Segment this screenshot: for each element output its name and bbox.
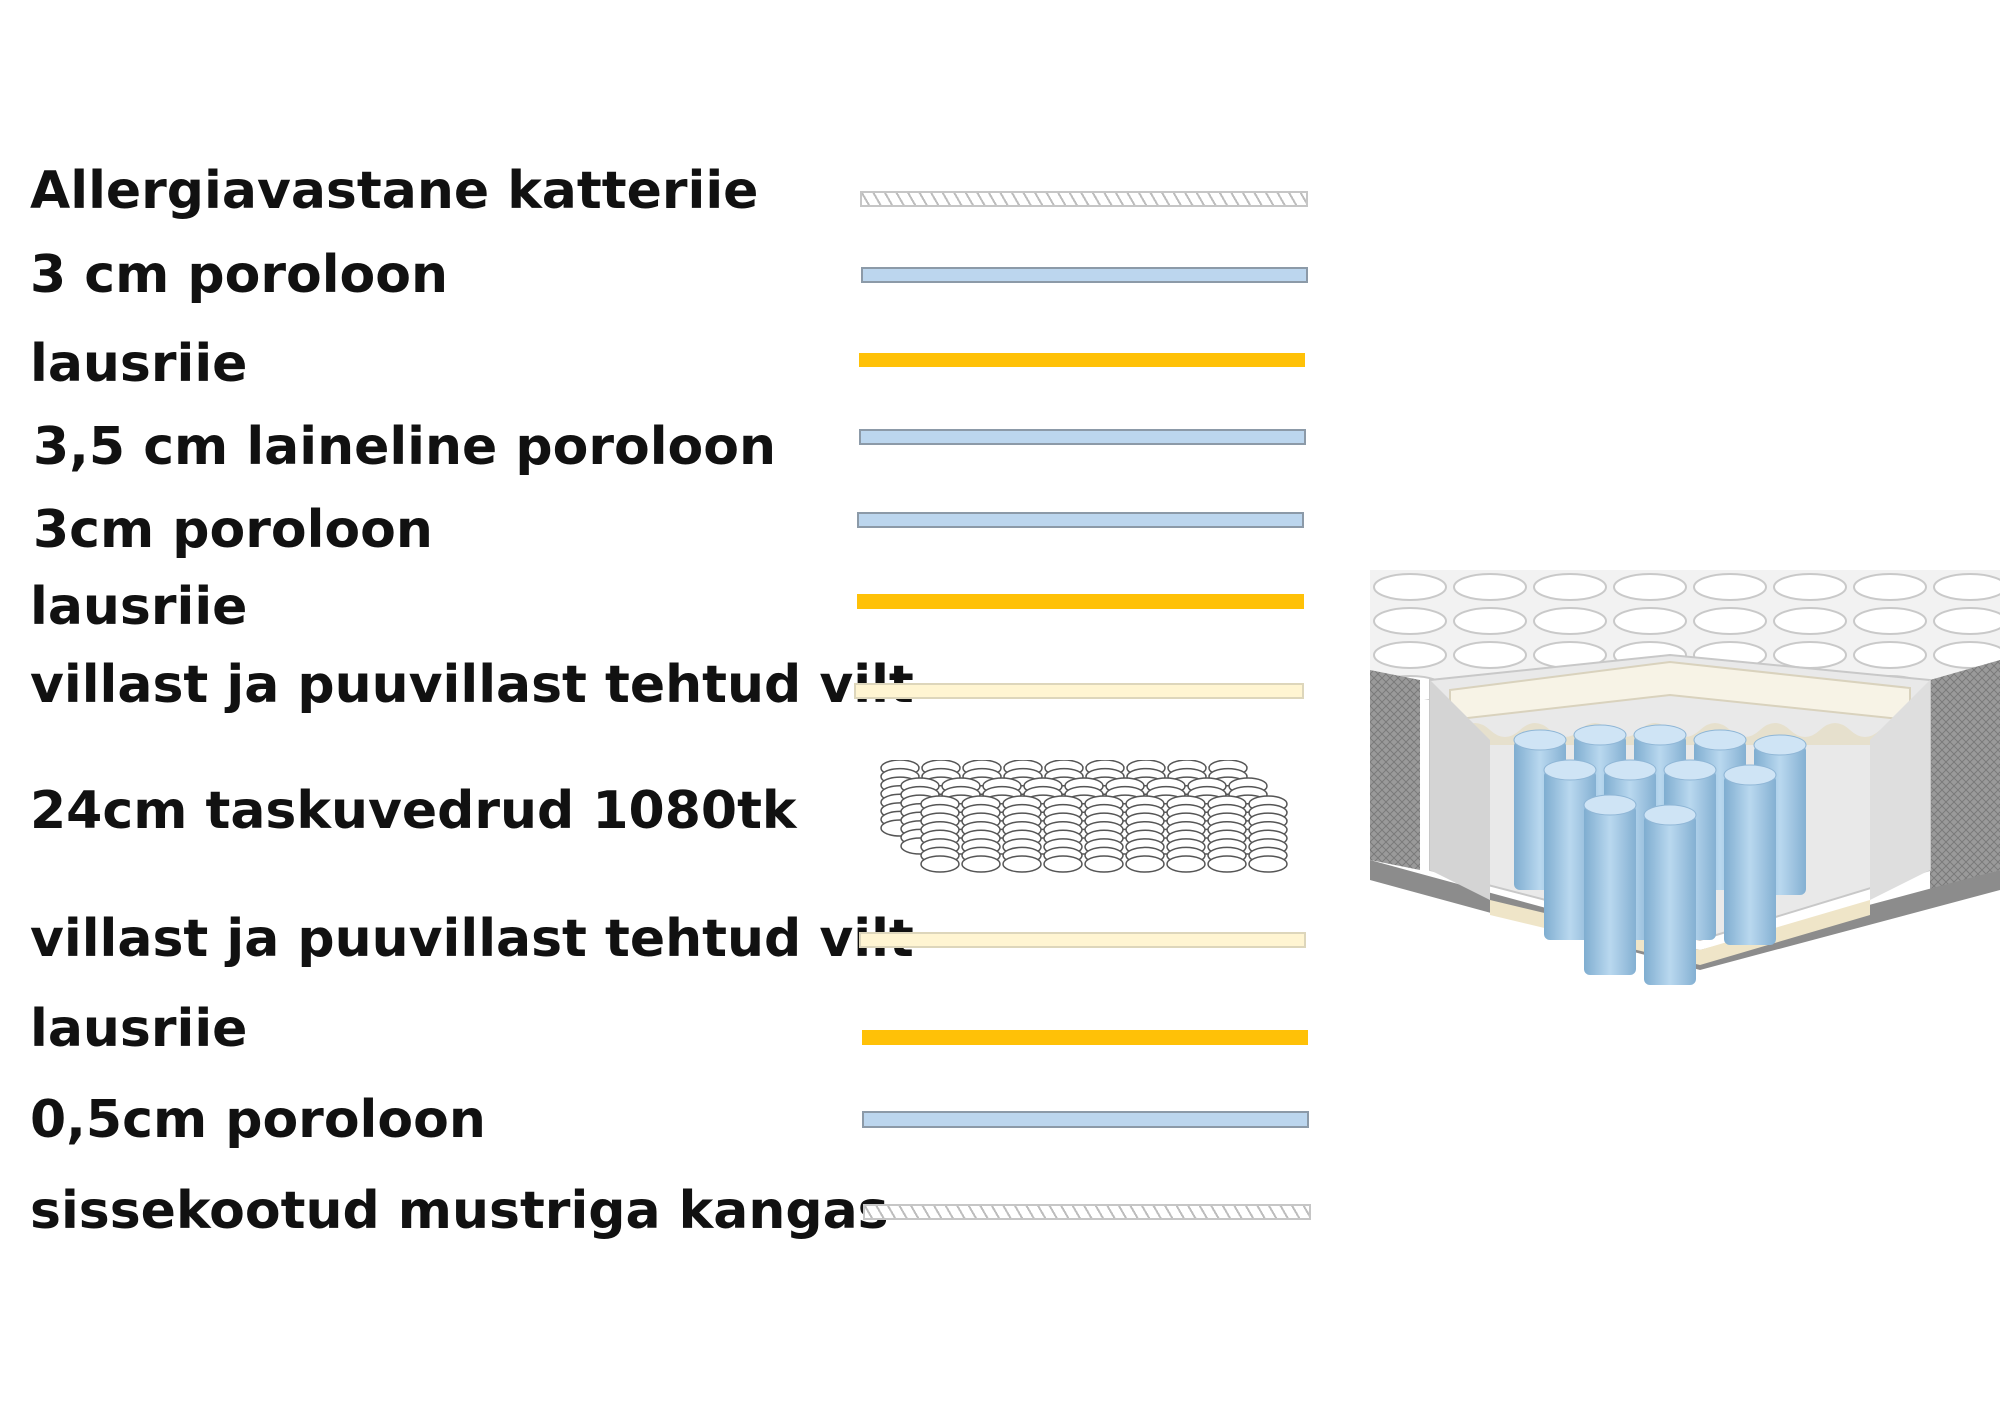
layer-label-fleece: lausriie bbox=[30, 334, 248, 394]
layer-label-cover: Allergiavastane katteriie bbox=[30, 161, 759, 221]
layer-label-wave-foam: 3,5 cm laineline poroloon bbox=[33, 417, 777, 477]
pocket-springs-icon bbox=[880, 760, 1288, 873]
layer-bar-felt bbox=[854, 683, 1304, 699]
layer-bar-fleece-b bbox=[857, 594, 1304, 609]
layer-bar-wave-foam bbox=[859, 429, 1306, 445]
layer-label-fabric: sissekootud mustriga kangas bbox=[30, 1181, 889, 1241]
layer-bar-cover bbox=[860, 191, 1308, 207]
layer-bar-fleece bbox=[859, 353, 1305, 367]
layer-bar-foam-05cm bbox=[862, 1111, 1309, 1128]
layer-bar-fabric bbox=[863, 1204, 1311, 1220]
layer-label-springs: 24cm taskuvedrud 1080tk bbox=[30, 781, 797, 841]
layer-label-fleece-b: lausriie bbox=[30, 577, 248, 637]
layer-label-felt: villast ja puuvillast tehtud vilt bbox=[30, 655, 914, 715]
layer-bar-foam-3cm bbox=[861, 267, 1308, 283]
layer-label-felt-b: villast ja puuvillast tehtud vilt bbox=[30, 909, 914, 969]
layer-label-foam-05cm: 0,5cm poroloon bbox=[30, 1090, 486, 1150]
mattress-cutaway-illustration bbox=[1370, 570, 2000, 985]
layer-label-fleece-c: lausriie bbox=[30, 999, 248, 1059]
layer-bar-fleece-c bbox=[862, 1030, 1308, 1045]
layer-bar-felt-b bbox=[859, 932, 1306, 948]
layer-label-foam-3cm: 3 cm poroloon bbox=[30, 245, 449, 305]
layer-bar-foam-3cm-b bbox=[857, 512, 1304, 528]
layer-label-foam-3cm-b: 3cm poroloon bbox=[33, 500, 433, 560]
